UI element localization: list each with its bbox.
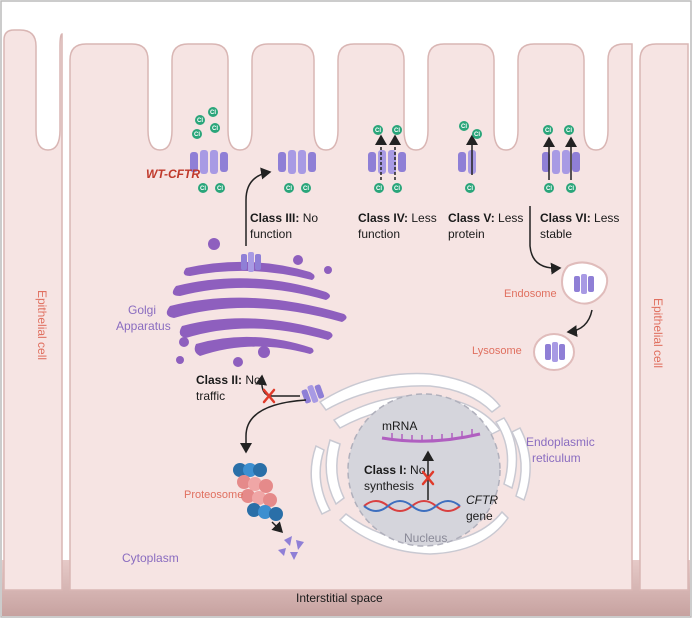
class6-label: Class VI: Less bbox=[540, 211, 619, 225]
svg-text:Cl: Cl bbox=[194, 132, 200, 138]
class2-label-line2: traffic bbox=[196, 389, 225, 403]
left-neighbor-cell bbox=[3, 29, 63, 591]
class1-label-line2: synthesis bbox=[364, 479, 414, 493]
svg-text:Cl: Cl bbox=[212, 126, 218, 132]
class3-channel: Cl Cl bbox=[278, 150, 316, 193]
svg-text:Cl: Cl bbox=[375, 128, 381, 134]
golgi-channel bbox=[241, 252, 261, 272]
degradation-arrow bbox=[271, 521, 284, 534]
golgi-label-line2: Apparatus bbox=[116, 319, 171, 333]
class3-label-line2: function bbox=[250, 227, 292, 241]
wt-cftr-label: WT-CFTR bbox=[146, 167, 200, 181]
dna-helix bbox=[363, 500, 461, 512]
svg-text:Cl: Cl bbox=[568, 186, 574, 192]
svg-text:Cl: Cl bbox=[394, 186, 400, 192]
svg-text:Cl: Cl bbox=[467, 186, 473, 192]
svg-text:Cl: Cl bbox=[210, 110, 216, 116]
right-neighbor-cell bbox=[639, 43, 689, 591]
lysosome-label: Lysosome bbox=[472, 345, 522, 357]
degraded-fragments bbox=[278, 536, 304, 560]
chloride-ions-wt: Cl Cl Cl Cl Cl Cl bbox=[192, 107, 225, 193]
epithelial-cell-left-label: Epithelial cell bbox=[35, 290, 49, 360]
class2-block-x-icon bbox=[262, 388, 276, 404]
lysosome bbox=[533, 333, 575, 371]
class3-label: Class III: No bbox=[250, 211, 318, 225]
wt-cftr-channel bbox=[190, 150, 228, 174]
class4-channel: Cl Cl Cl Cl bbox=[368, 125, 406, 193]
svg-text:Cl: Cl bbox=[546, 186, 552, 192]
er-channel bbox=[301, 384, 325, 404]
svg-text:Cl: Cl bbox=[286, 186, 292, 192]
svg-text:Cl: Cl bbox=[461, 124, 467, 130]
svg-text:Cl: Cl bbox=[197, 118, 203, 124]
to-proteosome-arrow bbox=[240, 399, 307, 454]
class1-block-x-icon bbox=[421, 470, 435, 486]
svg-text:Cl: Cl bbox=[394, 128, 400, 134]
endosome-label: Endosome bbox=[504, 288, 557, 300]
nucleus-label: Nucleus bbox=[404, 531, 447, 545]
class6-channel: Cl Cl Cl Cl bbox=[542, 125, 580, 193]
class4-label: Class IV: Less bbox=[358, 211, 437, 225]
svg-text:Cl: Cl bbox=[303, 186, 309, 192]
class6-arrow bbox=[529, 206, 562, 275]
proteosome bbox=[233, 463, 283, 521]
svg-text:Cl: Cl bbox=[566, 128, 572, 134]
class5-channel: Cl Cl Cl bbox=[458, 121, 482, 193]
class6-label-line2: stable bbox=[540, 227, 572, 241]
class4-label-line2: function bbox=[358, 227, 400, 241]
svg-text:Cl: Cl bbox=[376, 186, 382, 192]
er-label: Endoplasmic bbox=[526, 435, 595, 449]
mrna-ticks bbox=[391, 429, 473, 442]
svg-text:Cl: Cl bbox=[545, 128, 551, 134]
gene-label: gene bbox=[466, 509, 493, 523]
class2-label: Class II: No bbox=[196, 373, 261, 387]
class5-label-line2: protein bbox=[448, 227, 485, 241]
interstitial-space-label: Interstitial space bbox=[296, 591, 383, 605]
svg-text:Cl: Cl bbox=[200, 186, 206, 192]
epithelial-cell-right-label: Epithelial cell bbox=[651, 298, 665, 368]
endosome bbox=[560, 261, 609, 305]
golgi-label: Golgi bbox=[128, 303, 156, 317]
svg-text:Cl: Cl bbox=[217, 186, 223, 192]
class5-label: Class V: Less bbox=[448, 211, 523, 225]
cytoplasm-label: Cytoplasm bbox=[122, 551, 179, 565]
proteosome-label: Proteosome bbox=[184, 489, 243, 501]
svg-text:Cl: Cl bbox=[474, 132, 480, 138]
class3-arrow bbox=[245, 167, 272, 246]
class1-label: Class I: No bbox=[364, 463, 426, 477]
endosome-to-lysosome-arrow bbox=[566, 309, 593, 338]
er-label-line2: reticulum bbox=[532, 451, 581, 465]
mrna-label: mRNA bbox=[382, 419, 417, 433]
cftr-gene-label: CFTR bbox=[466, 493, 498, 507]
